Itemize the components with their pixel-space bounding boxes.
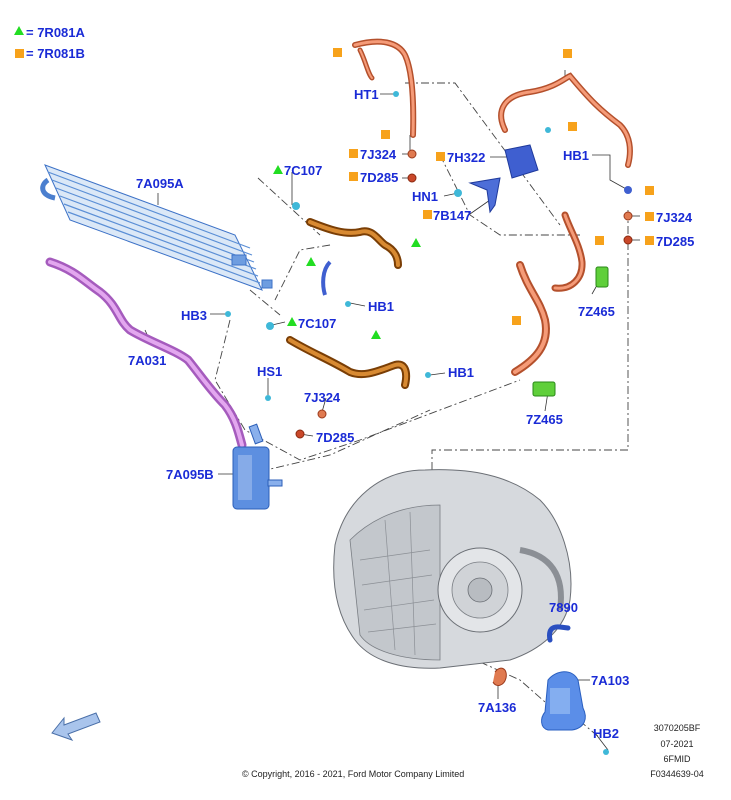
marker-square: [349, 172, 358, 181]
cooler-housing-7a095b: [232, 423, 283, 510]
label-7c107-top: 7C107: [284, 163, 323, 178]
legend-triangle-marker: [14, 26, 24, 35]
reference-figure: F0344639-04: [650, 769, 704, 779]
label-ht1: HT1: [354, 87, 379, 102]
hose-7a031: [45, 257, 247, 450]
pipe-upper-right: [498, 72, 633, 168]
label-7a095b: 7A095B: [166, 467, 214, 482]
label-7890: 7890: [549, 600, 578, 615]
marker-triangle: [411, 238, 421, 247]
marker-square: [512, 316, 521, 325]
oil-cooler-7a095a: [40, 164, 273, 291]
legend-7r081a-text: = 7R081A: [26, 25, 85, 40]
label-7j324-low: 7J324: [304, 390, 341, 405]
marker-square: [333, 48, 342, 57]
label-7h322: 7H322: [447, 150, 486, 165]
label-hb1-right: HB1: [563, 148, 590, 163]
fittings: [225, 91, 633, 755]
leader-lines: [214, 82, 629, 739]
legend-square-marker: [15, 49, 24, 58]
marker-square: [645, 186, 654, 195]
hose-7890: [547, 624, 571, 643]
marker-square: [645, 236, 654, 245]
label-hb1-mid: HB1: [368, 299, 395, 314]
label-hs1: HS1: [257, 364, 283, 379]
clip-7z465-lower: [532, 381, 556, 397]
reference-code: 3070205BF: [653, 723, 701, 733]
clip-7z465-upper: [595, 266, 609, 288]
marker-square: [595, 236, 604, 245]
fitting-7a136: [492, 667, 507, 686]
label-7a103: 7A103: [591, 673, 630, 688]
label-7a136: 7A136: [478, 700, 517, 715]
marker-square: [349, 149, 358, 158]
label-7d285-top: 7D285: [360, 170, 399, 185]
housing-7a103: [541, 671, 586, 731]
reference-date: 07-2021: [660, 739, 694, 749]
direction-arrow-icon: [51, 712, 101, 741]
marker-square: [645, 212, 654, 221]
marker-square: [423, 210, 432, 219]
label-hb3: HB3: [181, 308, 208, 323]
marker-triangle: [287, 317, 297, 326]
label-7a095a: 7A095A: [136, 176, 184, 191]
pipe-middle-right: [511, 211, 586, 376]
label-hb2: HB2: [593, 726, 620, 741]
hose-7c107-lower: [286, 336, 411, 389]
marker-square: [568, 122, 577, 131]
label-hn1: HN1: [412, 189, 439, 204]
label-7j324-right: 7J324: [656, 210, 693, 225]
label-7b147: 7B147: [433, 208, 472, 223]
bracket-7h322: [468, 144, 539, 214]
marker-square: [381, 130, 390, 139]
label-7j324-top: 7J324: [360, 147, 397, 162]
copyright-text: © Copyright, 2016 - 2021, Ford Motor Com…: [242, 769, 465, 779]
pipe-blue-bracket: [321, 260, 332, 296]
label-7d285-low: 7D285: [316, 430, 355, 445]
label-7z465-low: 7Z465: [526, 412, 563, 427]
reference-model: 6FMID: [663, 754, 691, 764]
label-7a031: 7A031: [128, 353, 167, 368]
label-7z465-right: 7Z465: [578, 304, 615, 319]
marker-triangle: [273, 165, 283, 174]
label-7c107-mid: 7C107: [298, 316, 337, 331]
legend-7r081b-text: = 7R081B: [26, 46, 85, 61]
transmission: [333, 469, 572, 669]
hose-7c107-upper: [306, 218, 402, 269]
marker-square: [436, 152, 445, 161]
label-hb1-low: HB1: [448, 365, 475, 380]
marker-triangle: [306, 257, 316, 266]
marker-triangle: [371, 330, 381, 339]
marker-square: [563, 49, 572, 58]
pipe-upper-left: [352, 38, 417, 138]
label-7d285-right: 7D285: [656, 234, 695, 249]
